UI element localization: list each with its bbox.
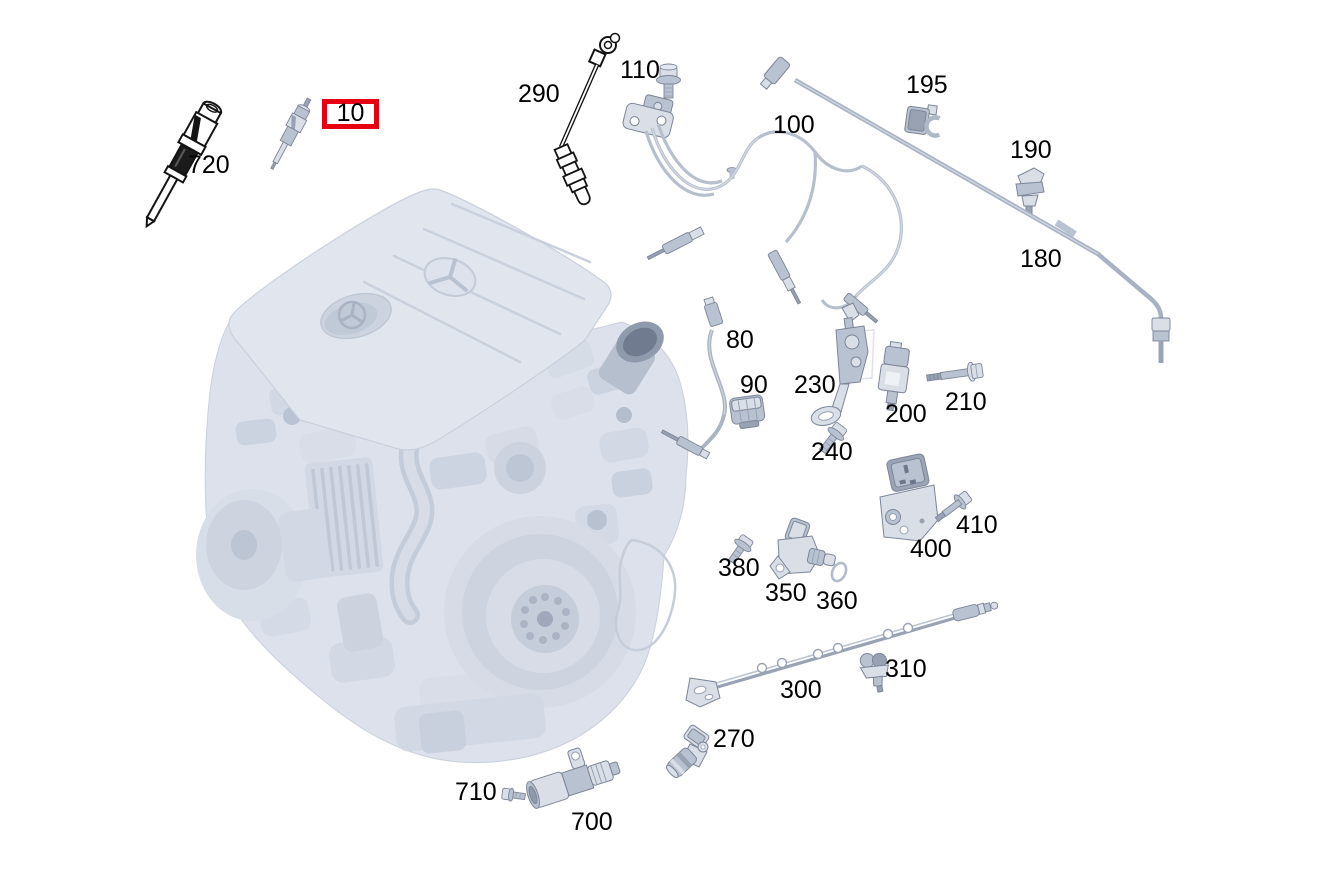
part-label-80[interactable]: 80 (726, 326, 754, 354)
part-90-illustration[interactable] (729, 394, 766, 429)
part-label-100[interactable]: 100 (773, 111, 815, 139)
part-label-290[interactable]: 290 (518, 80, 560, 108)
engine-left-pump (196, 489, 332, 621)
part-10-illustration[interactable] (265, 95, 316, 172)
part-410-illustration[interactable] (932, 489, 974, 527)
brand-star-emblem (423, 257, 477, 297)
part-label-720[interactable]: 720 (188, 151, 230, 179)
part-180-illustration[interactable] (758, 56, 1171, 363)
part-350-illustration[interactable] (769, 517, 836, 580)
part-200-illustration[interactable] (875, 341, 912, 412)
part-310-illustration[interactable] (858, 650, 893, 694)
part-240-illustration[interactable] (815, 420, 850, 457)
part-110-illustration[interactable] (656, 63, 681, 99)
highlight-box-part-10[interactable]: 10 (322, 99, 379, 129)
part-700-illustration[interactable] (519, 738, 623, 810)
part-label-195[interactable]: 195 (906, 71, 948, 99)
part-230-illustration[interactable] (809, 302, 875, 428)
part-label-240[interactable]: 240 (811, 438, 853, 466)
part-720-illustration[interactable] (135, 98, 226, 233)
part-label-700[interactable]: 700 (571, 808, 613, 836)
part-label-190[interactable]: 190 (1010, 136, 1052, 164)
part-190-illustration[interactable] (1015, 167, 1045, 215)
part-label-300[interactable]: 300 (780, 676, 822, 704)
part-label-360[interactable]: 360 (816, 587, 858, 615)
part-80-illustration[interactable] (660, 296, 728, 460)
part-210-illustration[interactable] (926, 361, 984, 388)
engine-gasket-outline (614, 538, 677, 652)
part-label-400[interactable]: 400 (910, 535, 952, 563)
part-label-310[interactable]: 310 (885, 655, 927, 683)
engine-cover (228, 188, 612, 451)
part-270-illustration[interactable] (664, 724, 710, 780)
part-400-illustration[interactable] (879, 453, 939, 542)
engine-air-duct (598, 321, 664, 395)
part-label-180[interactable]: 180 (1020, 245, 1062, 273)
part-380-illustration[interactable] (724, 533, 756, 568)
part-label-710[interactable]: 710 (455, 778, 497, 806)
part-label-410[interactable]: 410 (956, 511, 998, 539)
part-label-90[interactable]: 90 (740, 371, 768, 399)
part-360-illustration[interactable] (829, 561, 849, 584)
part-300-illustration[interactable] (685, 599, 999, 708)
part-290-illustration[interactable] (552, 32, 621, 208)
part-label-230[interactable]: 230 (794, 371, 836, 399)
part-label-10[interactable]: 10 (336, 99, 365, 128)
part-label-110[interactable]: 110 (620, 56, 660, 84)
part-100-illustration[interactable] (622, 90, 903, 325)
engine-flywheel (444, 516, 636, 708)
part-710-illustration[interactable] (501, 787, 526, 803)
part-label-210[interactable]: 210 (945, 388, 987, 416)
part-195-illustration[interactable] (904, 102, 943, 138)
part-label-270[interactable]: 270 (713, 725, 755, 753)
part-label-200[interactable]: 200 (885, 400, 927, 428)
engine-illustration (196, 188, 689, 764)
cover-oval-recess (320, 292, 392, 340)
part-label-380[interactable]: 380 (718, 554, 760, 582)
part-label-350[interactable]: 350 (765, 579, 807, 607)
